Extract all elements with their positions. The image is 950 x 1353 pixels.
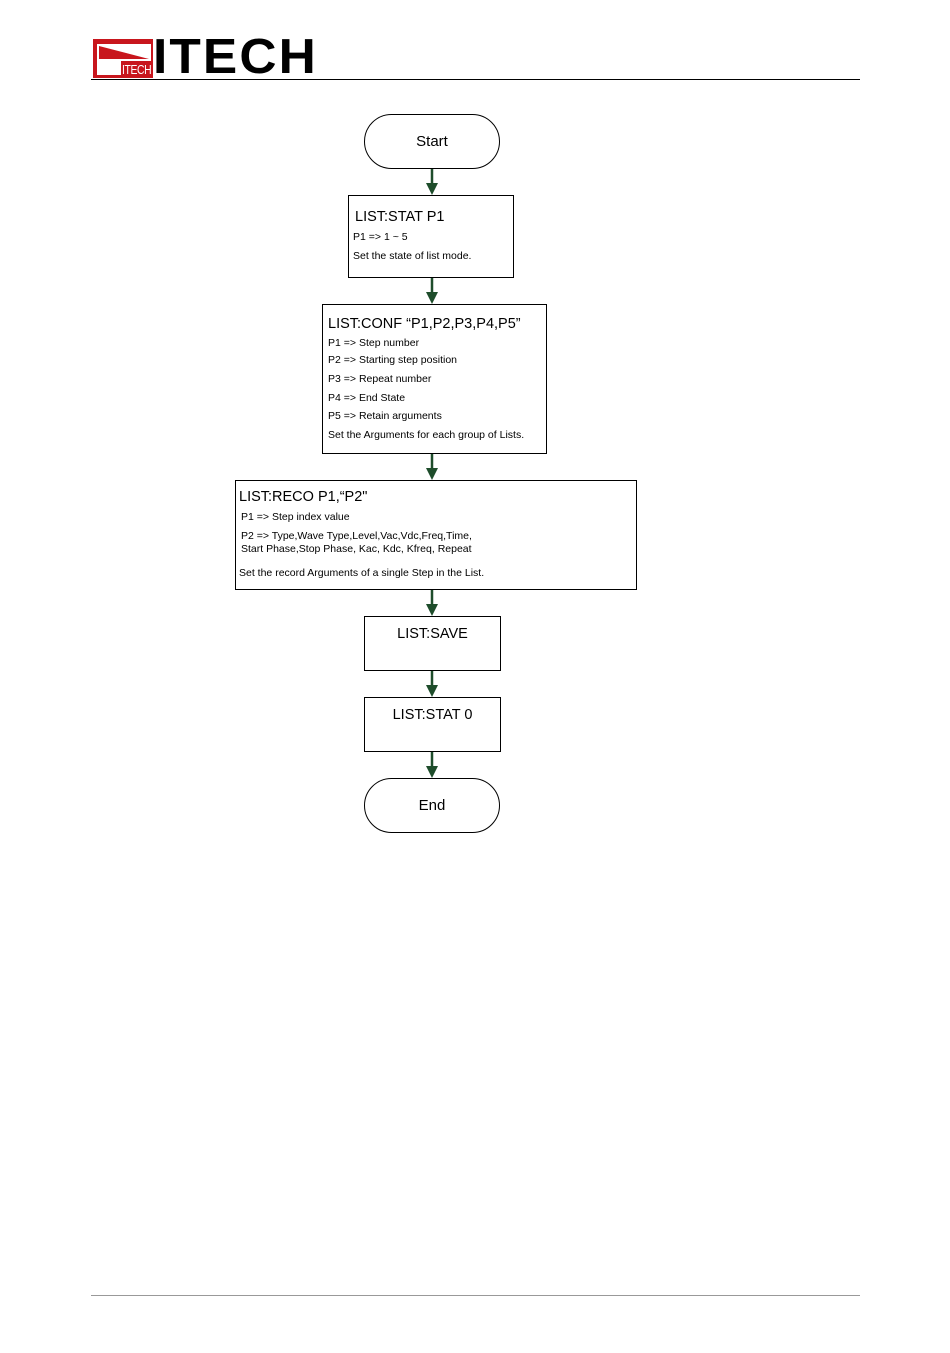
conf-block-line: P4 => End State <box>328 392 406 404</box>
reco-block: LIST:RECO P1,“P2" P1 => Step index value… <box>235 480 637 590</box>
logo-wordmark: ITECH <box>153 30 318 84</box>
stat0-block-title: LIST:STAT 0 <box>392 707 473 723</box>
conf-block-line: P2 => Starting step position <box>328 354 457 366</box>
reco-block-line: P2 => Type,Wave Type,Level,Vac,Vdc,Freq,… <box>241 530 472 542</box>
conf-block-title: LIST:CONF “P1,P2,P3,P4,P5” <box>328 316 521 332</box>
end-label: End <box>418 797 446 814</box>
footer-rule <box>91 1295 860 1296</box>
conf-block: LIST:CONF “P1,P2,P3,P4,P5” P1 => Step nu… <box>322 304 547 454</box>
save-block: LIST:SAVE <box>364 616 501 671</box>
arrow-head-3 <box>426 468 438 480</box>
conf-block-line: Set the Arguments for each group of List… <box>328 429 525 441</box>
conf-block-line: P3 => Repeat number <box>328 373 432 385</box>
arrow-head-1 <box>426 183 438 195</box>
arrow-head-5 <box>426 685 438 697</box>
itech-logo: ITECH ITECH <box>93 33 316 82</box>
reco-block-line: P1 => Step index value <box>241 511 350 523</box>
reco-block-line: Start Phase,Stop Phase, Kac, Kdc, Kfreq,… <box>241 543 472 555</box>
stat-block-title: LIST:STAT P1 <box>355 209 445 225</box>
logo-mark-icon <box>93 39 153 78</box>
conf-block-line: P5 => Retain arguments <box>328 410 442 422</box>
save-block-title: LIST:SAVE <box>397 626 468 642</box>
stat-block-line: P1 => 1 ~ 5 <box>353 231 408 243</box>
arrow-head-6 <box>426 766 438 778</box>
stat0-block: LIST:STAT 0 <box>364 697 501 752</box>
logo-small-text: ITECH <box>122 62 152 77</box>
start-label: Start <box>416 133 448 150</box>
stat-block-line: Set the state of list mode. <box>353 250 472 262</box>
header-rule <box>91 79 860 80</box>
conf-block-line: P1 => Step number <box>328 337 420 349</box>
end-node: End <box>364 778 500 833</box>
arrow-head-2 <box>426 292 438 304</box>
reco-block-line: Set the record Arguments of a single Ste… <box>239 567 485 579</box>
reco-block-title: LIST:RECO P1,“P2" <box>239 489 368 505</box>
start-node: Start <box>364 114 500 169</box>
arrow-head-4 <box>426 604 438 616</box>
stat-block: LIST:STAT P1 P1 => 1 ~ 5 Set the state o… <box>348 195 514 278</box>
